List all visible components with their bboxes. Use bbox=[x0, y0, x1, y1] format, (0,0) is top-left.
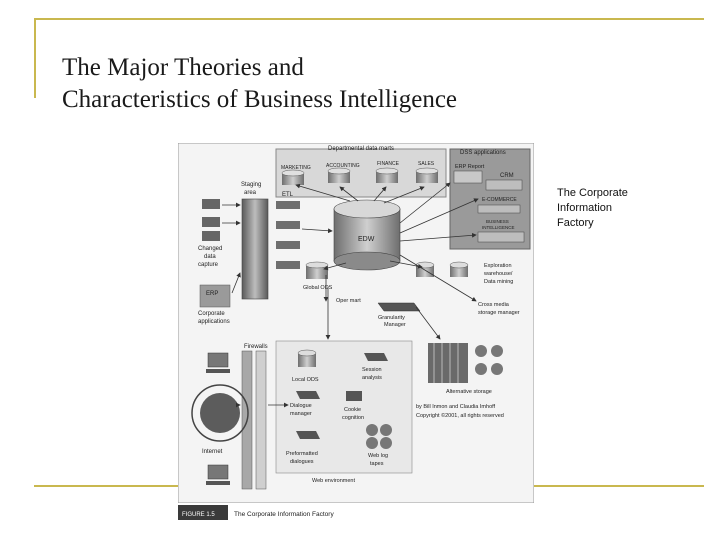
business-intelligence-icon bbox=[477, 231, 525, 243]
tapes-label: tapes bbox=[370, 461, 384, 467]
slide-title-line-2: Characteristics of Business Intelligence bbox=[62, 86, 458, 113]
data-mart-sales: SALES bbox=[415, 161, 439, 183]
dialogues-label: dialogues bbox=[290, 459, 314, 465]
internet-globe-ring bbox=[191, 384, 249, 442]
left-decor-line bbox=[34, 18, 36, 98]
web-log-tapes-icon bbox=[366, 424, 392, 449]
e-commerce-icon bbox=[477, 204, 521, 214]
departmental-data-marts-label: Departmental data marts bbox=[328, 146, 394, 152]
dialogue-manager-icon bbox=[296, 391, 320, 399]
warehouse-label: warehouse/ bbox=[483, 271, 513, 277]
marketing-label: MARKETING bbox=[281, 165, 311, 171]
data-label: data bbox=[204, 254, 216, 260]
preformatted-label: Preformatted bbox=[286, 451, 318, 457]
crm-icon bbox=[485, 179, 523, 191]
erp-label: ERP bbox=[206, 291, 218, 297]
edw-label: EDW bbox=[358, 236, 375, 243]
top-decor-line bbox=[34, 18, 704, 20]
analysis-label: analysis bbox=[362, 375, 382, 381]
global-ods bbox=[305, 261, 329, 279]
alternative-storage-label: Alternative storage bbox=[446, 389, 492, 395]
caption-line-1: The Corporate bbox=[557, 187, 628, 199]
flow-arrows bbox=[222, 182, 479, 408]
computer-icon-bottom bbox=[206, 464, 230, 485]
figure-side-caption: The Corporate Information Factory bbox=[557, 186, 667, 231]
changed-label: Changed bbox=[198, 246, 222, 252]
copyright-line-1: by Bill Inmon and Claudia Imhoff bbox=[416, 404, 496, 410]
e-commerce-label: E-COMMERCE bbox=[482, 197, 517, 203]
firewalls-label: Firewalls bbox=[244, 344, 268, 350]
internet-label: Internet bbox=[202, 449, 223, 455]
figure-caption-bar bbox=[178, 503, 534, 520]
global-ods-label: Global ODS bbox=[303, 285, 333, 291]
cookie-label: Cookie bbox=[344, 407, 361, 413]
etl-label: ETL bbox=[282, 192, 294, 198]
storage-manager-label: storage manager bbox=[478, 310, 520, 316]
preformatted-dialogues-icon bbox=[296, 431, 320, 439]
figure-number-box bbox=[178, 505, 228, 520]
data-mart-finance: FINANCE bbox=[375, 161, 400, 183]
copyright-line-2: Copyright ©2001, all rights reserved bbox=[416, 412, 504, 419]
computer-icon-top bbox=[206, 352, 230, 373]
internet-globe-icon bbox=[200, 393, 240, 433]
session-analysis-icon bbox=[364, 353, 388, 361]
figure-number-label: FIGURE 1.5 bbox=[182, 512, 215, 518]
firewall-bar-right bbox=[255, 350, 267, 490]
source-file-icons bbox=[202, 199, 220, 241]
web-log-label: Web log bbox=[368, 453, 388, 459]
slide-title-line-1: The Major Theories and bbox=[62, 54, 304, 81]
granularity-manager-icon bbox=[377, 302, 421, 312]
data-mart-accounting: ACCOUNTING bbox=[326, 163, 360, 183]
slide-title: The Major Theories and Characteristics o… bbox=[62, 52, 582, 116]
erp-report-label: ERP Report bbox=[455, 164, 485, 170]
cookie-cognition-icon bbox=[346, 391, 362, 401]
corporate-information-factory-figure: Departmental data marts MARKETING ACCOUN… bbox=[178, 143, 534, 520]
session-label: Session bbox=[362, 367, 382, 373]
staging-label: Staging bbox=[241, 182, 261, 188]
cross-media-label: Cross media bbox=[478, 302, 510, 308]
area-label: area bbox=[244, 190, 257, 196]
granularity-label: Granularity bbox=[378, 315, 405, 321]
intelligence-label: INTELLIGENCE bbox=[482, 225, 515, 230]
local-ods-label: Local ODS bbox=[292, 377, 319, 383]
applications-label: applications bbox=[198, 319, 230, 325]
sales-label: SALES bbox=[418, 161, 435, 167]
etl-stack bbox=[276, 201, 300, 269]
cognition-label: cognition bbox=[342, 415, 364, 421]
data-mart-marketing: MARKETING bbox=[281, 165, 311, 185]
exploration-label: Exploration bbox=[484, 263, 512, 269]
manager-label: Manager bbox=[384, 322, 406, 328]
oper-mart-label: Oper mart bbox=[336, 298, 361, 304]
business-label: BUSINESS bbox=[486, 219, 509, 224]
staging-area-column bbox=[241, 198, 269, 300]
figure-caption-label: The Corporate Information Factory bbox=[234, 511, 334, 518]
erp-report-icon bbox=[453, 170, 483, 184]
cif-diagram: Departmental data marts MARKETING ACCOUN… bbox=[178, 143, 534, 520]
local-ods bbox=[297, 349, 317, 367]
finance-label: FINANCE bbox=[377, 161, 400, 167]
erp-source-box bbox=[199, 284, 231, 308]
accounting-label: ACCOUNTING bbox=[326, 163, 360, 169]
caption-line-2: Information bbox=[557, 202, 613, 214]
web-environment-label: Web environment bbox=[312, 478, 355, 484]
alternative-storage-icons bbox=[428, 343, 503, 383]
dialogue-label: Dialogue bbox=[290, 403, 312, 409]
data-mining-label: Data mining bbox=[484, 279, 513, 285]
dss-applications-label: DSS applications bbox=[460, 150, 506, 156]
crm-label: CRM bbox=[500, 173, 514, 179]
edw-cylinder bbox=[333, 199, 401, 271]
manager-label-2: manager bbox=[290, 411, 312, 417]
caption-line-3: Factory bbox=[557, 217, 594, 229]
corporate-label: Corporate bbox=[198, 311, 225, 317]
capture-label: capture bbox=[198, 262, 219, 268]
